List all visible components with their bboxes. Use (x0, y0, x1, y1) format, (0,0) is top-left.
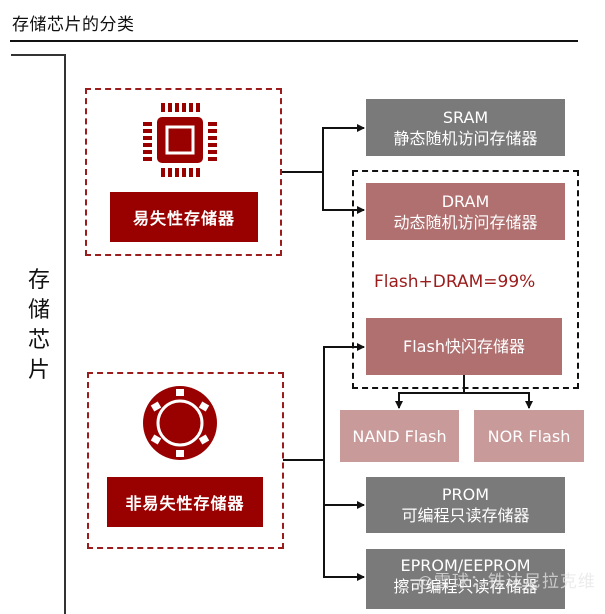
node-sram: SRAM 静态随机访问存储器 (366, 99, 565, 156)
node-flash: Flash快闪存储器 (366, 318, 562, 375)
nonvolatile-group (87, 372, 284, 549)
node-sram-subtitle: 静态随机访问存储器 (393, 128, 538, 148)
watermark: ◎雪球：铁达尼拉克维 (418, 567, 596, 592)
node-nor-flash: NOR Flash (474, 410, 584, 462)
nonvolatile-label: 非易失性存储器 (107, 477, 263, 527)
connector-lines (282, 124, 533, 581)
node-prom: PROM 可编程只读存储器 (366, 477, 565, 533)
root-label-char: 芯 (27, 328, 50, 353)
node-prom-subtitle: 可编程只读存储器 (401, 506, 530, 525)
node-flash-title: Flash快闪存储器 (403, 337, 525, 356)
node-dram-subtitle: 动态随机访问存储器 (393, 212, 538, 232)
root-label-char: 储 (27, 298, 50, 323)
node-prom-title: PROM (441, 485, 490, 504)
title-divider (10, 40, 578, 42)
market-share-note: Flash+DRAM=99% (374, 272, 536, 292)
page-title: 存储芯片的分类 (12, 15, 135, 35)
root-bracket (11, 54, 66, 614)
node-dram-title: DRAM (441, 191, 490, 211)
node-sram-title: SRAM (442, 107, 489, 127)
node-nand-flash: NAND Flash (340, 410, 459, 462)
node-dram: DRAM 动态随机访问存储器 (366, 183, 565, 240)
chip-icon (143, 103, 217, 177)
volatile-label: 易失性存储器 (110, 192, 258, 242)
root-label-char: 存 (27, 268, 50, 293)
node-eprom-title: EPROM/EEPROM (400, 556, 531, 575)
node-eprom-subtitle: 擦可编程只读存储器 (393, 577, 538, 596)
root-label-char: 片 (27, 358, 50, 383)
watermark-logo-icon: ◎ (418, 572, 434, 592)
disc-icon (143, 386, 217, 460)
volatile-group (85, 88, 282, 256)
dram-flash-group (352, 170, 579, 389)
root-label: 存 储 芯 片 (22, 266, 56, 386)
watermark-text: 雪球：铁达尼拉克维 (433, 572, 596, 592)
